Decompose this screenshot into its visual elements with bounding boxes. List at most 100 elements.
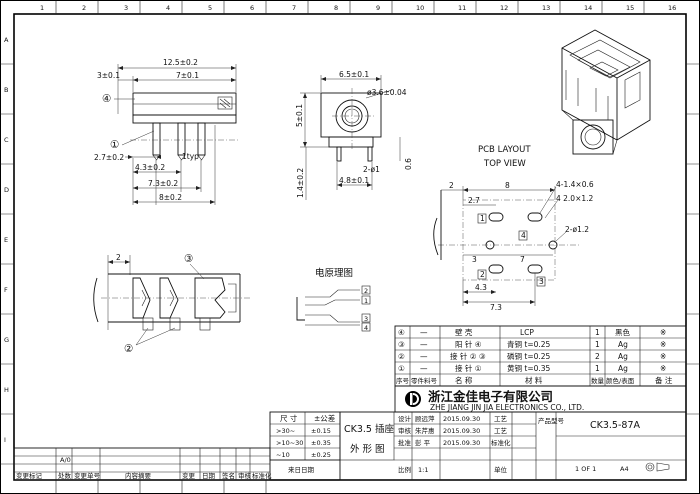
zone-number: 10 [416,4,424,12]
front-pin [336,146,342,162]
dim-base-width: 4.8±0.1 [339,176,369,185]
bom-finish: Ag [618,364,628,373]
rev-header: 变更标记 [16,471,43,480]
signoff-name: 顾远萍 [415,414,435,423]
bom-header-idx: 序号 [396,376,410,385]
side-pin [197,122,206,156]
schematic-pin-4: 4 [364,324,368,332]
top-zone-numbers: 1 2 3 4 5 6 7 8 9 10 11 12 13 14 15 16 [40,4,676,12]
schematic-pin-1: 1 [364,297,368,305]
bom-qty: 2 [595,352,600,361]
signoff-role: 审核 [398,426,412,435]
rev-header: 标准化 [252,471,272,480]
zone-letter: A [4,36,9,44]
signoff-extra: 标准化 [491,438,511,447]
signoff-date: 2015.09.30 [443,427,480,435]
bom-qty: 1 [595,328,600,337]
bom-qty: 1 [595,364,600,373]
bom-name: 接 针 ① [455,363,482,373]
dim-overall-length: 12.5±0.2 [163,58,198,67]
signoff-row: 审核 朱芹惠 2015.09.30 工艺 [398,426,508,435]
zone-number: 3 [124,4,128,12]
product-name: CK3.5 插座 [344,423,394,435]
company-name-en: ZHE JIANG JIN JIA ELECTRONICS CO., LTD. [430,403,584,412]
pcb-layout-title: PCB LAYOUT [478,145,531,155]
schematic-pin-2: 2 [364,287,368,295]
dim-side: 0.6 [404,158,413,170]
signoff-extra: 单位 [494,465,508,474]
zone-number: 4 [166,4,170,12]
bom-idx: ① [398,364,405,373]
tol-value: ±0.35 [311,439,331,447]
bom-row: ② — 接 针 ② ③ 磷铜 t=0.25 2 Ag ※ [398,351,666,361]
bom-row: ④ — 壁 壳 LCP 1 黑色 ※ [398,327,666,337]
bom-row: ① — 接 针 ① 黄铜 t=0.35 1 Ag ※ [398,363,666,373]
sheet-number: 1 OF 1 [575,465,596,473]
bom-header-material: 材 料 [525,375,543,385]
pcb-dim-8: 8 [505,181,510,190]
signoff-date: 2015.09.30 [443,439,480,447]
contact-spring [159,277,179,319]
zone-letter: B [4,86,8,94]
contact-spring [132,277,151,319]
company-logo-icon [405,391,421,407]
bom-note: ※ [660,328,666,337]
isometric-view [561,29,651,155]
callout-2: ② [124,343,133,355]
pcb-dim-7: 7 [520,255,525,264]
bom-qty: 1 [595,340,600,349]
bom-material: LCP [520,328,534,337]
zone-letter: C [4,136,9,144]
pcb-hole [548,240,558,250]
pcb-pin-1: 1 [480,214,485,223]
signoff-extra: 工艺 [494,415,508,423]
bom-code: — [420,364,428,373]
bom-material: 磷铜 t=0.25 [507,351,551,361]
pcb-dim-7-3: 7.3 [490,303,502,312]
pcb-dim-2-7: 2.7 [468,196,480,205]
bom-note: ※ [660,364,666,373]
dim-pin-offset: 2.7±0.2 [94,153,124,162]
pcb-pin-4: 4 [521,231,526,240]
bom-header-note: 备 注 [655,375,673,385]
front-view: 6.5±0.1 5±0.1 ø3.6±0.04 2-ø1 4.8±0.1 1.4… [295,70,413,200]
bom-note: ※ [660,352,666,361]
dim-pin-length: 1typ [182,152,199,161]
bom-header: 序号 零件料号 名 称 材 料 数量 颜色/表面 备 注 [396,375,673,385]
bom-finish: Ag [618,340,628,349]
bom-material: 黄铜 t=0.35 [507,363,551,373]
zone-number: 8 [334,4,338,12]
zone-letter: D [4,186,9,194]
side-pin [177,122,186,156]
section-dim-2: 2 [116,253,121,262]
rev-header: 签名 [222,471,235,480]
side-pin [152,122,161,156]
rev-header: 内容摘要 [125,471,152,480]
zone-number: 7 [292,4,296,12]
tol-header-tolerance: ±公差 [314,413,336,423]
signoff-role: 批准 [398,438,412,447]
bom-name: 阳 针 ④ [455,339,482,349]
tol-size: >30~ [276,427,295,435]
zone-number: 1 [40,4,44,12]
signoff-name: 朱芹惠 [415,426,435,435]
pcb-slot [488,212,504,222]
tol-size: ~10 [276,451,290,459]
bom-idx: ② [398,352,405,361]
zone-number: 15 [626,4,634,12]
section-view: 2 ③ ② [93,253,250,355]
zone-number: 14 [584,4,592,12]
bom-header-code: 零件料号 [411,376,438,385]
side-pin-window [217,96,233,110]
zone-letter: G [4,336,9,344]
dim-front-height: 5±0.1 [295,104,304,127]
projection-symbol-icon [645,462,670,472]
pcb-slot [488,264,504,274]
callout-1: ① [110,139,119,151]
zone-number: 13 [542,4,550,12]
pcb-dim-2: 2 [449,181,454,190]
pcb-dim-3: 3 [472,255,477,264]
zone-number: 6 [250,4,254,12]
